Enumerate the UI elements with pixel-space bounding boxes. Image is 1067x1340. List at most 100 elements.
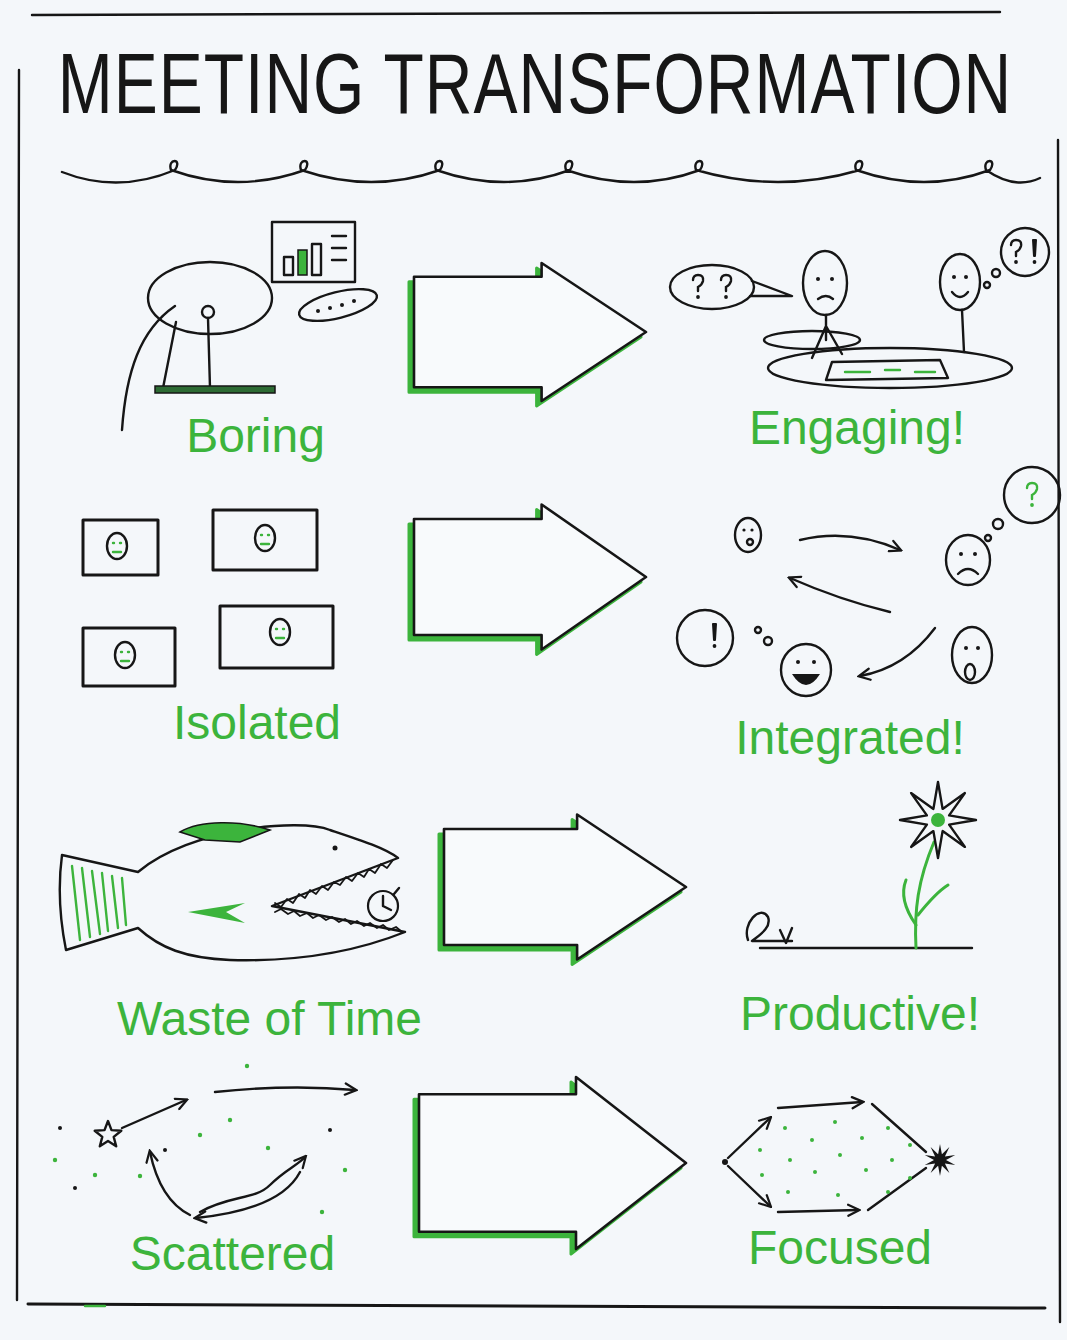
focus-dots [758,1120,912,1197]
gardener-hand [780,928,792,943]
frame-line [28,1304,1045,1308]
transformation-arrow [414,505,646,650]
thought-dot [993,519,1003,529]
fish-body [60,825,405,960]
bubble-dot [352,299,356,303]
focus-arrow [728,1166,770,1206]
flower-stem [916,842,934,948]
bubble-dot [328,306,332,310]
gardener-figure [747,913,792,941]
speech-bubble [670,265,754,309]
scattered-arrow [122,1100,186,1128]
frame-line [32,12,1000,15]
shared-document [826,360,948,380]
mouth [965,664,975,680]
illustration-panel: Focused [690,1080,1020,1282]
title-underline [62,161,1040,183]
eye [959,552,963,556]
orbit-ring [764,331,860,349]
illustration-panel: Waste of Time [45,790,440,1053]
focus-arrow [778,1102,862,1108]
caption-text: Boring [98,410,413,463]
transformation-arrow [444,815,686,960]
speaker-body [208,318,210,388]
illustration-panel: Boring [95,205,410,470]
focus-dot [833,1120,837,1124]
focus-dot [836,1193,840,1197]
chart-bar [312,244,321,275]
focus-dot [864,1168,868,1172]
caption-text: Engaging! [652,402,1062,455]
video-screen [83,520,158,575]
transformation-arrow-group [409,263,646,406]
ground-line [760,947,972,949]
mouth [952,292,968,297]
bubble-dot [340,303,344,307]
eye [964,275,968,279]
caption-text: Isolated [87,697,427,750]
eye [750,528,753,531]
fish-inner-arrow [188,903,245,923]
scatter-dot [73,1186,77,1190]
screen-face [255,525,275,551]
scatter-dot [53,1158,57,1162]
scatter-dot [266,1146,270,1150]
eye [973,552,977,556]
thought-bubble [1004,467,1060,523]
eye [812,660,816,664]
scattered-arrow [150,1152,190,1215]
start-dot [722,1159,728,1165]
focus-dot [786,1190,790,1194]
focus-line [872,1104,926,1152]
eye [952,275,956,279]
flower-leaves [904,880,948,925]
presenter-arm [163,322,176,388]
bubble-dot [316,309,320,313]
video-screen [83,628,175,686]
person-head [803,251,847,315]
focus-dot [760,1173,764,1177]
scatter-dot [328,1128,332,1132]
focus-dot [838,1153,842,1157]
focus-dot [758,1148,762,1152]
eye [742,528,745,531]
conversation-arrow [790,578,890,612]
illustration-panel: Integrated! [650,455,1060,772]
frame-accent [85,1305,105,1307]
face-features [121,652,129,661]
question-mark [693,275,703,299]
mouth [958,569,978,574]
illustration-panel: Productive! [690,780,1020,1048]
transformation-arrow-group [414,1077,686,1254]
focus-dot [788,1158,792,1162]
meeting-table [768,348,1012,388]
question-mark [1011,240,1021,264]
frame-line [17,70,19,1300]
focus-arrow [778,1210,858,1212]
target-burst [925,1144,955,1176]
flower-center [931,813,945,827]
scattered-arrow [196,1172,300,1218]
caption-text: Focused [675,1222,1005,1275]
eye [796,660,800,664]
conversation-arrow [800,536,900,550]
document-lines [845,370,935,372]
mouth [818,296,833,299]
title-text: MEETING TRANSFORMATION [35,36,1035,130]
focus-line [868,1168,926,1210]
caption-text: Scattered [45,1228,420,1281]
person-face [781,644,831,696]
person-face [946,535,990,585]
question-mark [721,275,731,299]
scattered-arrow [215,1087,355,1092]
focus-dot [810,1138,814,1142]
bubble-tail [750,281,792,296]
speech-bubble [296,283,380,328]
scatter-dot [93,1173,97,1177]
question-mark [1027,483,1037,507]
mouth [792,674,820,685]
thought-dot [985,535,991,541]
scatter-dot [320,1210,324,1214]
flower-petals [900,782,976,858]
